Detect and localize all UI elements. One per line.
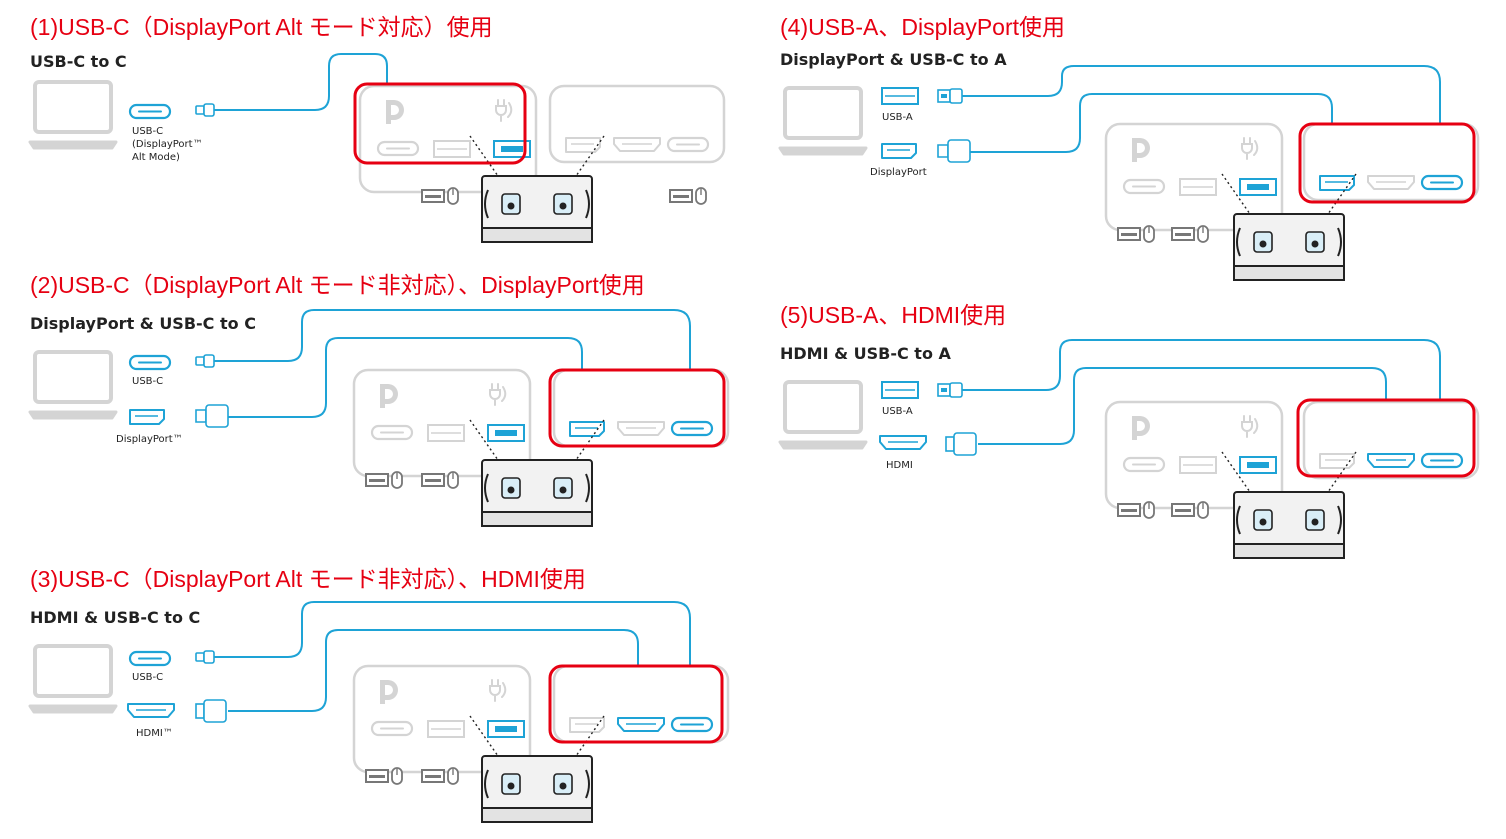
cable — [214, 53, 388, 111]
hdmi-port-icon — [879, 435, 927, 450]
port-label: DisplayPort — [870, 167, 927, 178]
keyboard-mouse-icon — [1117, 225, 1155, 243]
highlight-box — [1296, 398, 1476, 478]
panel-title: (4)USB-A、DisplayPort使用 — [780, 14, 1065, 40]
highlight-box — [1298, 122, 1476, 204]
panel-title: (2)USB-C（DisplayPort Alt モード非対応）、Display… — [30, 272, 645, 298]
usb-c-port-icon — [128, 354, 172, 371]
kvm-switch-icon — [469, 135, 605, 243]
keyboard-mouse-icon — [365, 767, 403, 785]
port-label: DisplayPort™ — [116, 434, 183, 445]
panel-title: (1)USB-C（DisplayPort Alt モード対応）使用 — [30, 14, 493, 40]
displayport-plug-icon — [937, 139, 971, 163]
keyboard-mouse-icon — [421, 767, 459, 785]
monitor-port-panel — [548, 84, 726, 164]
keyboard-mouse-icon — [669, 187, 707, 205]
keyboard-mouse-icon — [365, 471, 403, 489]
connection-diagram: USB-C DisplayPort™ — [28, 309, 730, 527]
monitor-port-panel — [552, 664, 730, 744]
monitor-port-panel — [352, 368, 532, 478]
laptop-icon — [28, 80, 118, 150]
kvm-switch-icon — [1221, 173, 1357, 281]
usb-a-plug-icon — [937, 88, 963, 104]
usb-a-port-icon — [881, 87, 919, 105]
keyboard-mouse-icon — [421, 471, 459, 489]
panel-subtitle: DisplayPort & USB-C to C — [30, 314, 256, 333]
usb-a-plug-icon — [937, 382, 963, 398]
cable — [978, 367, 1387, 445]
monitor-port-panel — [358, 84, 538, 194]
cable — [228, 337, 583, 418]
kvm-switch-icon — [469, 419, 605, 527]
cable — [228, 629, 639, 712]
port-label: (DisplayPort™ — [132, 139, 203, 150]
kvm-switch-icon — [469, 715, 605, 823]
usb-c-port-icon — [128, 103, 172, 120]
displayport-plug-icon — [195, 404, 229, 428]
cable — [970, 93, 1333, 153]
port-label: Alt Mode) — [132, 152, 180, 163]
connection-diagram: USB-C (DisplayPort™ Alt Mode) — [28, 53, 726, 243]
cable — [962, 339, 1441, 414]
monitor-port-panel — [352, 664, 532, 774]
usb-c-port-icon — [128, 650, 172, 667]
panel-subtitle: DisplayPort & USB-C to A — [780, 50, 1007, 69]
cable — [962, 65, 1441, 138]
laptop-icon — [778, 86, 868, 156]
highlight-box — [548, 664, 724, 744]
usb-a-port-icon — [881, 381, 919, 399]
keyboard-mouse-icon — [1171, 501, 1209, 519]
port-label: HDMI — [886, 460, 913, 471]
connection-diagram: USB-C HDMI™ — [28, 601, 730, 823]
panel-subtitle: HDMI & USB-C to A — [780, 344, 951, 363]
usb-c-plug-icon — [195, 354, 215, 368]
highlight-box — [353, 82, 527, 165]
port-label: USB-C — [132, 376, 163, 387]
hdmi-port-icon — [127, 703, 175, 718]
port-label: USB-C — [132, 672, 163, 683]
panel-title: (5)USB-A、HDMI使用 — [780, 302, 1007, 328]
usb-c-plug-icon — [195, 650, 215, 664]
laptop-icon — [28, 350, 118, 420]
hdmi-plug-icon — [195, 699, 227, 723]
usb-c-plug-icon — [195, 103, 215, 117]
panel-subtitle: USB-C to C — [30, 52, 127, 71]
highlight-box — [548, 368, 726, 448]
port-label: HDMI™ — [136, 728, 173, 739]
port-label: USB-A — [882, 112, 913, 123]
displayport-port-icon — [129, 409, 165, 425]
displayport-port-icon — [881, 143, 917, 159]
port-label: USB-C — [132, 126, 163, 137]
keyboard-mouse-icon — [421, 187, 459, 205]
panel-title: (3)USB-C（DisplayPort Alt モード非対応）、HDMI使用 — [30, 566, 586, 592]
monitor-port-panel — [1302, 122, 1480, 202]
connection-diagram: USB-A DisplayPort — [778, 65, 1480, 281]
hdmi-plug-icon — [945, 432, 977, 456]
monitor-port-panel — [1302, 400, 1480, 480]
cable — [214, 309, 691, 376]
cable — [214, 601, 691, 680]
connection-diagram: USB-A HDMI — [778, 339, 1480, 559]
monitor-port-panel — [1104, 400, 1284, 510]
laptop-icon — [778, 380, 868, 450]
panel-subtitle: HDMI & USB-C to C — [30, 608, 201, 627]
monitor-port-panel — [552, 368, 730, 448]
laptop-icon — [28, 644, 118, 714]
keyboard-mouse-icon — [1171, 225, 1209, 243]
keyboard-mouse-icon — [1117, 501, 1155, 519]
kvm-switch-icon — [1221, 451, 1357, 559]
port-label: USB-A — [882, 406, 913, 417]
